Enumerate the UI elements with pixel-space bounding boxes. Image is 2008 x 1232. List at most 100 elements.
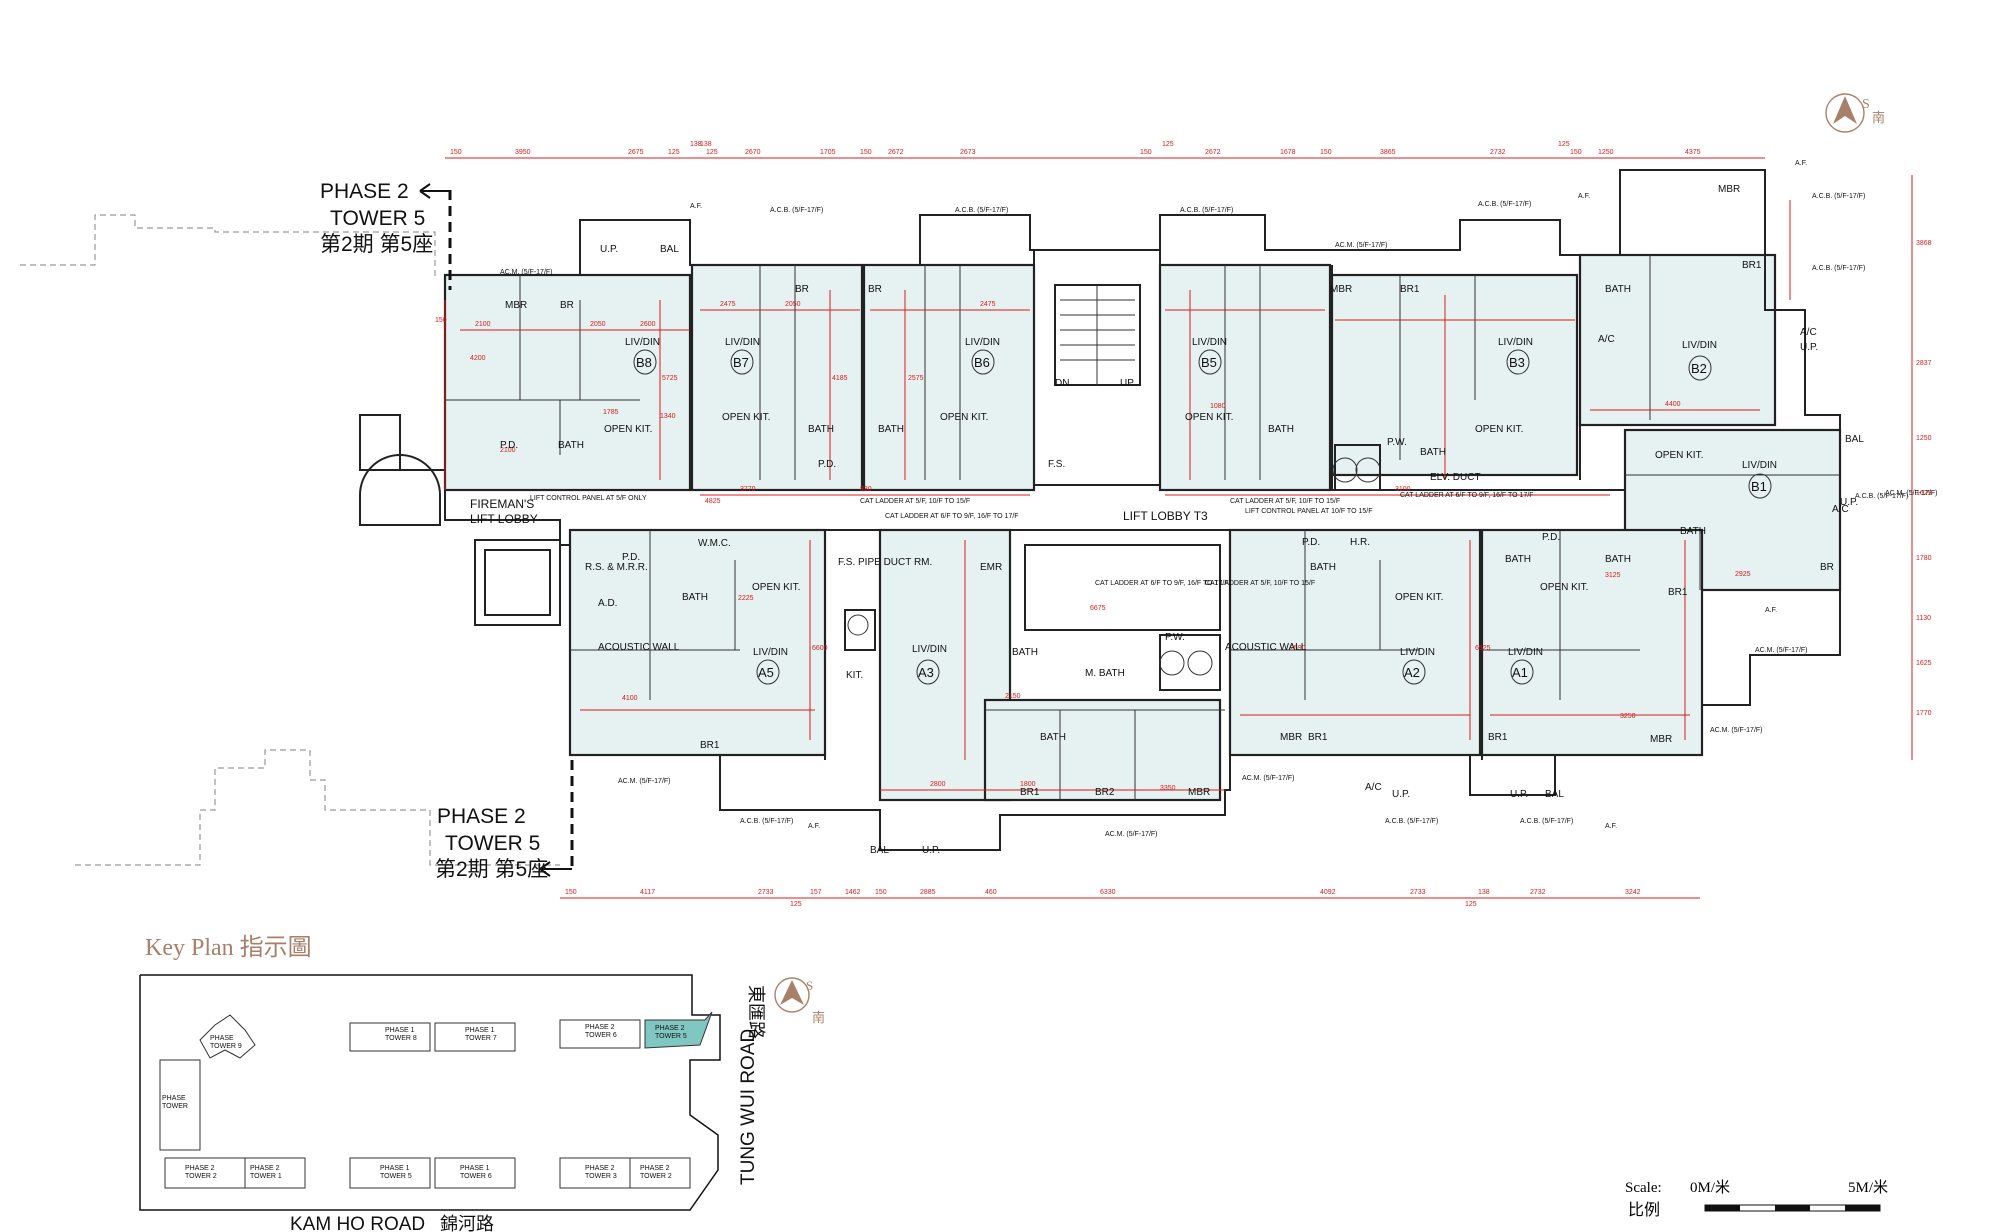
room-up-b8: U.P.	[600, 244, 618, 255]
unit-b5-id: B5	[1201, 355, 1217, 370]
key-plan-site-boundary	[139, 974, 721, 1211]
room-br-b8: BR	[560, 300, 574, 311]
dim-bottom-4: 157	[810, 889, 822, 896]
scale-start: 0M/米	[1690, 1179, 1730, 1196]
dim-int-16: 6675	[1090, 605, 1106, 612]
dim-int-3: 4185	[832, 375, 848, 382]
interior-partitions	[445, 255, 1840, 800]
dim-int-23: 2590	[1290, 645, 1306, 652]
kp-block-10	[434, 1157, 516, 1189]
scale-label-cn: 比例	[1628, 1201, 1660, 1219]
kp-block-4-tower: TOWER 5	[655, 1033, 687, 1040]
kp-block-6-tower: TOWER	[162, 1103, 188, 1110]
room-mbr-b2: MBR	[1718, 184, 1740, 195]
dim-right-6: 1625	[1916, 660, 1932, 667]
unit-a3-bed	[983, 698, 1222, 802]
kp-compass-label: 南	[812, 1010, 825, 1025]
lower-units	[568, 528, 1704, 802]
dim-bottom-8: 460	[985, 889, 997, 896]
room-openkit-b3: OPEN KIT.	[1475, 424, 1523, 435]
room-up-a1: U.P.	[1510, 789, 1528, 800]
unit-b3-type: LIV/DIN	[1498, 337, 1533, 348]
dim-right-2: 1250	[1916, 435, 1932, 442]
unit-b1-marker	[1748, 473, 1772, 499]
unit-a5	[568, 528, 827, 757]
note-acb-7: A.C.B. (5/F-17/F)	[1855, 493, 1908, 500]
adjacent-tower-outline	[20, 214, 560, 866]
unit-b5-marker	[1198, 349, 1222, 375]
note-acb-10: A.C.B. (5/F-17/F)	[1520, 818, 1573, 825]
dim-top-1: 3950	[515, 149, 531, 156]
dim-top-12: 150	[1140, 149, 1152, 156]
kp-block-9	[349, 1157, 431, 1189]
dim-int-20: 2925	[1735, 571, 1751, 578]
dim-int-7: 4825	[705, 498, 721, 505]
note-af-1: A.F.	[690, 203, 702, 210]
room-br-b6: BR	[868, 284, 882, 295]
note-acb-5: A.C.B. (5/F-17/F)	[1812, 193, 1865, 200]
dim-int-8: 1080	[1210, 403, 1226, 410]
unit-b3-id: B3	[1509, 355, 1525, 370]
kp-block-2-phase: PHASE 1	[465, 1027, 495, 1034]
dim-bottom-11: 2733	[1410, 889, 1426, 896]
dim-top-0: 150	[450, 149, 462, 156]
room-mbr-b3: MBR	[1330, 284, 1352, 295]
scale-end: 5M/米	[1848, 1179, 1888, 1196]
room-fspipe: F.S. PIPE DUCT RM.	[838, 557, 932, 568]
room-bath-b5: BATH	[1268, 424, 1294, 435]
dim-bottom-2: 2733	[758, 889, 774, 896]
room-mbr-a2: MBR	[1280, 732, 1302, 743]
room-br1-a1: BR1	[1488, 732, 1508, 743]
arrow-left-icon-2	[539, 861, 572, 877]
room-ac-a2: A/C	[1365, 782, 1382, 793]
unit-labels: LIV/DIN B8 LIV/DIN B7 LIV/DIN B6 LIV/DIN…	[625, 337, 1777, 685]
note-af-5: A.F.	[1605, 823, 1617, 830]
lift-lobby-t3: LIFT LOBBY T3	[1123, 509, 1208, 523]
unit-b1-type: LIV/DIN	[1742, 460, 1777, 471]
kp-block-0-tower: TOWER 9	[210, 1043, 242, 1050]
dim-int-18: 3125	[1605, 572, 1621, 579]
road-tung-wui-en: TUNG WUI ROAD	[738, 1029, 759, 1185]
dim-int-2: 2475	[980, 301, 996, 308]
key-plan: Key Plan 指示圖 PHASE TOWER 9 PHASE 1 TOWER…	[139, 934, 825, 1232]
room-pd-a1: P.D.	[1542, 532, 1560, 543]
unit-b8-marker	[633, 349, 657, 375]
note-acb-8: A.C.B. (5/F-17/F)	[740, 818, 793, 825]
dim-top-15: 1678	[1280, 149, 1296, 156]
kp-block-12-phase: PHASE 2	[640, 1165, 670, 1172]
room-bath-a1: BATH	[1505, 554, 1531, 565]
compass-top: S 南	[1825, 93, 1885, 133]
fireman-lobby-line1: FIREMAN'S	[470, 497, 534, 511]
phase-top-line1: PHASE 2	[320, 180, 409, 203]
kp-block-10-tower: TOWER 6	[460, 1173, 492, 1180]
dim-int-22: 6525	[1475, 645, 1491, 652]
kp-block-8-tower: TOWER 1	[250, 1173, 282, 1180]
dim-top-13: 125	[1162, 141, 1174, 148]
dim-top-2: 2675	[628, 149, 644, 156]
kp-block-4-phase: PHASE 2	[655, 1025, 685, 1032]
unit-a5-type: LIV/DIN	[753, 647, 788, 658]
note-cat-5: CAT LADDER AT 5/F, 10/F TO 15/F	[1205, 580, 1315, 587]
dim-right-4: 1780	[1916, 555, 1932, 562]
dim-right-0: 3868	[1916, 240, 1932, 247]
arrow-left-icon	[419, 183, 450, 199]
fireman-lobby-line2: LIFT LOBBY	[470, 512, 538, 526]
unit-b8-id: B8	[636, 355, 652, 370]
dim-int-1: 2050	[785, 301, 801, 308]
drawing-notes: A.C.B. (5/F-17/F) A.C.B. (5/F-17/F) A.C.…	[500, 160, 1938, 838]
kp-block-12	[629, 1157, 691, 1189]
room-pd-b7: P.D.	[818, 459, 836, 470]
dim-bottom-10: 4092	[1320, 889, 1336, 896]
dim-left-4: 4200	[470, 355, 486, 362]
room-mbath-a3: M. BATH	[1085, 668, 1125, 679]
room-acoustic-a2: ACOUSTIC WALL	[1225, 642, 1307, 653]
unit-b6-marker	[971, 349, 995, 375]
kp-block-12-tower: TOWER 2	[640, 1173, 672, 1180]
room-bath-a1b: BATH	[1605, 554, 1631, 565]
kp-block-7-tower: TOWER 2	[185, 1173, 217, 1180]
room-bath-b7: BATH	[808, 424, 834, 435]
room-rs: R.S. & M.R.R.	[585, 562, 648, 573]
kp-block-0	[199, 1014, 256, 1059]
note-acm-6: AC.M. (5/F-17/F)	[1885, 490, 1938, 497]
